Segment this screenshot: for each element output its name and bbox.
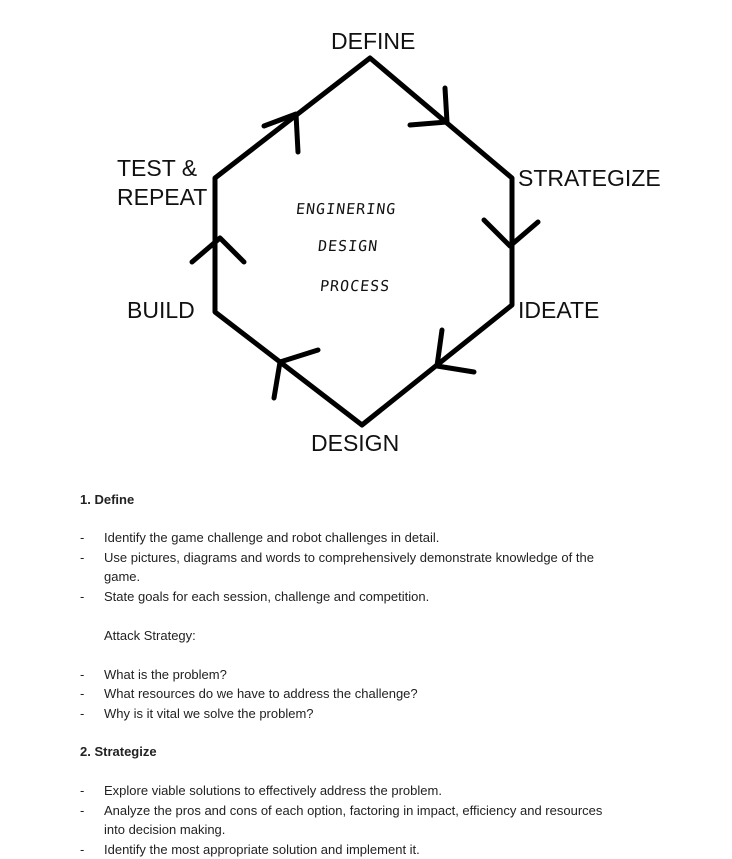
list-item: Identify the most appropriate solution a… [104,842,420,857]
stage-repeat: REPEAT [117,184,208,210]
list-item: What is the problem? [104,667,227,682]
attack-strategy-label: Attack Strategy: [104,628,196,643]
section-heading-strategize: 2. Strategize [80,744,157,759]
arrow-icon [261,111,301,155]
list-item: Why is it vital we solve the problem? [104,706,314,721]
list-item-continuation: into decision making. [104,822,226,837]
list-item: State goals for each session, challenge … [104,589,430,604]
list-item: Analyze the pros and cons of each option… [104,803,603,818]
center-title-line: ENGINERING [295,200,398,218]
section-heading-define: 1. Define [80,492,135,507]
hexagon-cycle [212,55,515,428]
stage-build: BUILD [127,297,195,323]
arrow-icon [407,85,450,128]
arrow-icon [189,235,247,265]
arrow-icon [434,327,477,375]
stage-ideate: IDEATE [518,297,600,323]
arrow-icon [271,347,321,401]
center-title-line: PROCESS [319,277,392,295]
list-item-continuation: game. [104,569,141,584]
center-title-line: DESIGN [317,237,380,255]
list-item: Explore viable solutions to effectively … [104,783,442,798]
stage-define: DEFINE [331,28,416,54]
arrow-icon [481,217,541,249]
stage-design: DESIGN [311,430,400,456]
stage-test: TEST & [117,155,198,181]
list-item: Identify the game challenge and robot ch… [104,530,440,545]
list-item: What resources do we have to address the… [104,686,418,701]
design-process-cycle-diagram [189,55,541,428]
list-item: Use pictures, diagrams and words to comp… [104,550,594,565]
stage-strategize: STRATEGIZE [518,165,661,191]
